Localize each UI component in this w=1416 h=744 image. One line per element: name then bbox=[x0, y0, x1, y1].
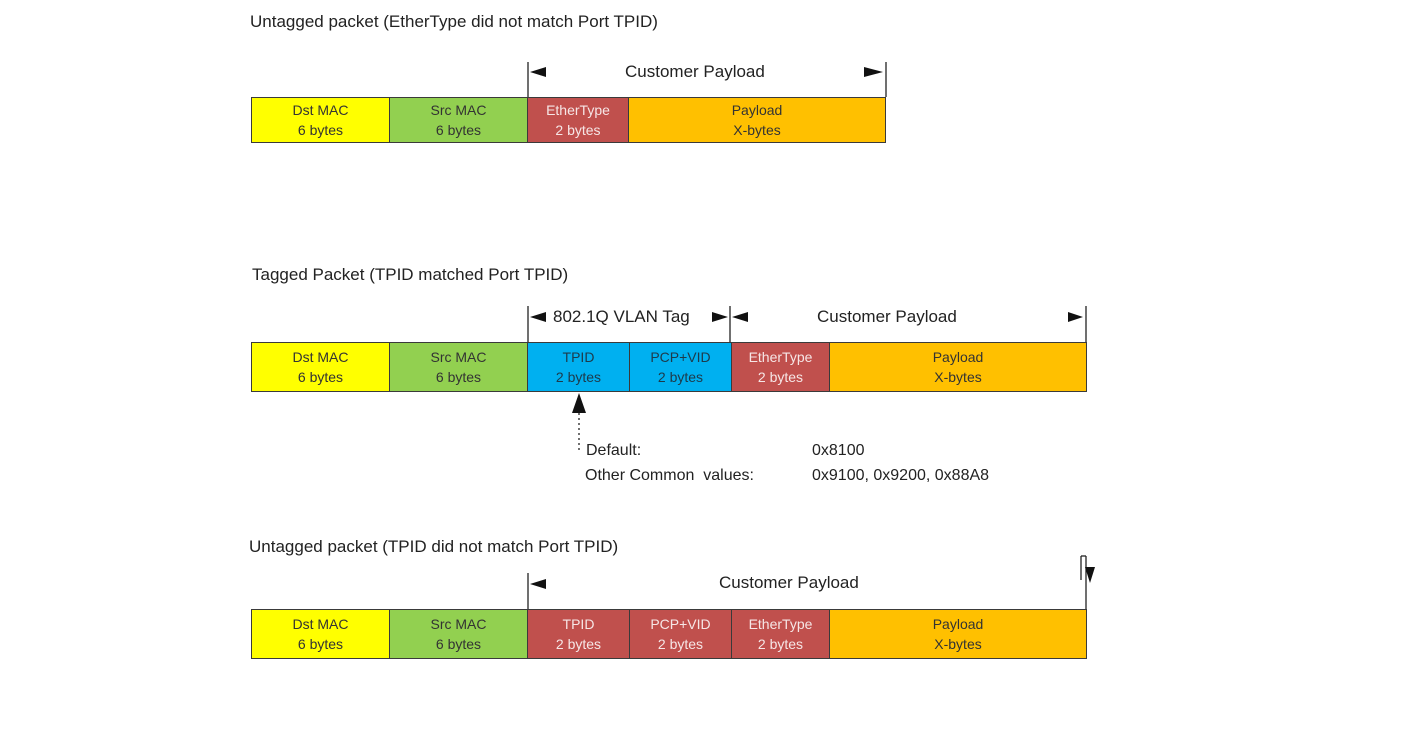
field-name: PCP+VID bbox=[650, 616, 711, 632]
field-ethertype: EtherType 2 bytes bbox=[731, 609, 830, 659]
field-size: 6 bytes bbox=[297, 636, 344, 652]
field-dst-mac: Dst MAC 6 bytes bbox=[251, 609, 390, 659]
field-size: 2 bytes bbox=[657, 636, 704, 652]
field-name: EtherType bbox=[748, 616, 813, 632]
diagram2-vlan-tag-label: 802.1Q VLAN Tag bbox=[553, 307, 690, 326]
field-size: X-bytes bbox=[733, 122, 781, 138]
arrow-left-icon bbox=[732, 312, 748, 322]
field-pcp-vid: PCP+VID 2 bytes bbox=[629, 609, 732, 659]
diagram3-packet: Dst MAC 6 bytes Src MAC 6 bytes TPID 2 b… bbox=[251, 609, 1087, 659]
field-src-mac: Src MAC 6 bytes bbox=[389, 97, 528, 143]
arrow-left-icon bbox=[530, 312, 546, 322]
tpid-default-label: Default: bbox=[586, 442, 642, 459]
field-size: 6 bytes bbox=[297, 369, 344, 385]
field-name: PCP+VID bbox=[650, 349, 711, 365]
diagram1-title: Untagged packet (EtherType did not match… bbox=[250, 12, 658, 31]
tpid-default-value: 0x8100 bbox=[812, 442, 865, 459]
arrow-left-icon bbox=[530, 67, 546, 77]
diagram2-packet: Dst MAC 6 bytes Src MAC 6 bytes TPID 2 b… bbox=[251, 342, 1087, 392]
diagram3-title: Untagged packet (TPID did not match Port… bbox=[249, 537, 619, 556]
field-name: EtherType bbox=[748, 349, 813, 365]
field-ethertype: EtherType 2 bytes bbox=[527, 97, 629, 143]
field-name: Dst MAC bbox=[292, 616, 349, 632]
arrow-left-icon bbox=[530, 579, 546, 589]
field-dst-mac: Dst MAC 6 bytes bbox=[251, 342, 390, 392]
field-size: 2 bytes bbox=[757, 369, 804, 385]
field-name: EtherType bbox=[546, 102, 610, 118]
field-name: Payload bbox=[932, 349, 984, 365]
diagram3-customer-payload-label: Customer Payload bbox=[719, 573, 859, 592]
diagram2-title: Tagged Packet (TPID matched Port TPID) bbox=[252, 265, 569, 284]
field-size: 2 bytes bbox=[555, 369, 602, 385]
field-payload: Payload X-bytes bbox=[829, 609, 1087, 659]
field-size: X-bytes bbox=[934, 636, 982, 652]
field-size: 2 bytes bbox=[555, 636, 602, 652]
field-size: 6 bytes bbox=[435, 636, 482, 652]
field-name: Src MAC bbox=[430, 102, 487, 118]
arrow-right-icon bbox=[712, 312, 728, 322]
field-size: 6 bytes bbox=[435, 122, 482, 138]
field-tpid: TPID 2 bytes bbox=[527, 342, 630, 392]
field-size: 2 bytes bbox=[757, 636, 804, 652]
field-name: Dst MAC bbox=[292, 102, 349, 118]
field-name: TPID bbox=[562, 349, 595, 365]
field-size: 2 bytes bbox=[657, 369, 704, 385]
field-pcp-vid: PCP+VID 2 bytes bbox=[629, 342, 732, 392]
field-size: 6 bytes bbox=[297, 122, 344, 138]
field-payload: Payload X-bytes bbox=[628, 97, 886, 143]
field-size: X-bytes bbox=[934, 369, 982, 385]
field-name: Dst MAC bbox=[292, 349, 349, 365]
field-name: Payload bbox=[731, 102, 783, 118]
field-name: TPID bbox=[562, 616, 595, 632]
field-src-mac: Src MAC 6 bytes bbox=[389, 342, 528, 392]
diagram1-customer-payload-label: Customer Payload bbox=[625, 62, 765, 81]
diagram2-customer-payload-label: Customer Payload bbox=[817, 307, 957, 326]
field-tpid: TPID 2 bytes bbox=[527, 609, 630, 659]
tpid-other-label: Other Common values: bbox=[585, 467, 754, 484]
arrow-right-icon bbox=[1068, 312, 1083, 322]
tpid-other-value: 0x9100, 0x9200, 0x88A8 bbox=[812, 467, 990, 484]
diagram1-packet: Dst MAC 6 bytes Src MAC 6 bytes EtherTyp… bbox=[251, 97, 886, 143]
field-size: 2 bytes bbox=[555, 122, 601, 138]
arrow-up-icon bbox=[572, 393, 586, 413]
field-name: Src MAC bbox=[430, 349, 487, 365]
field-size: 6 bytes bbox=[435, 369, 482, 385]
arrow-down-icon bbox=[1085, 567, 1095, 583]
field-name: Payload bbox=[932, 616, 984, 632]
field-payload: Payload X-bytes bbox=[829, 342, 1087, 392]
field-src-mac: Src MAC 6 bytes bbox=[389, 609, 528, 659]
field-dst-mac: Dst MAC 6 bytes bbox=[251, 97, 390, 143]
arrow-right-icon bbox=[864, 67, 883, 77]
field-name: Src MAC bbox=[430, 616, 487, 632]
field-ethertype: EtherType 2 bytes bbox=[731, 342, 830, 392]
